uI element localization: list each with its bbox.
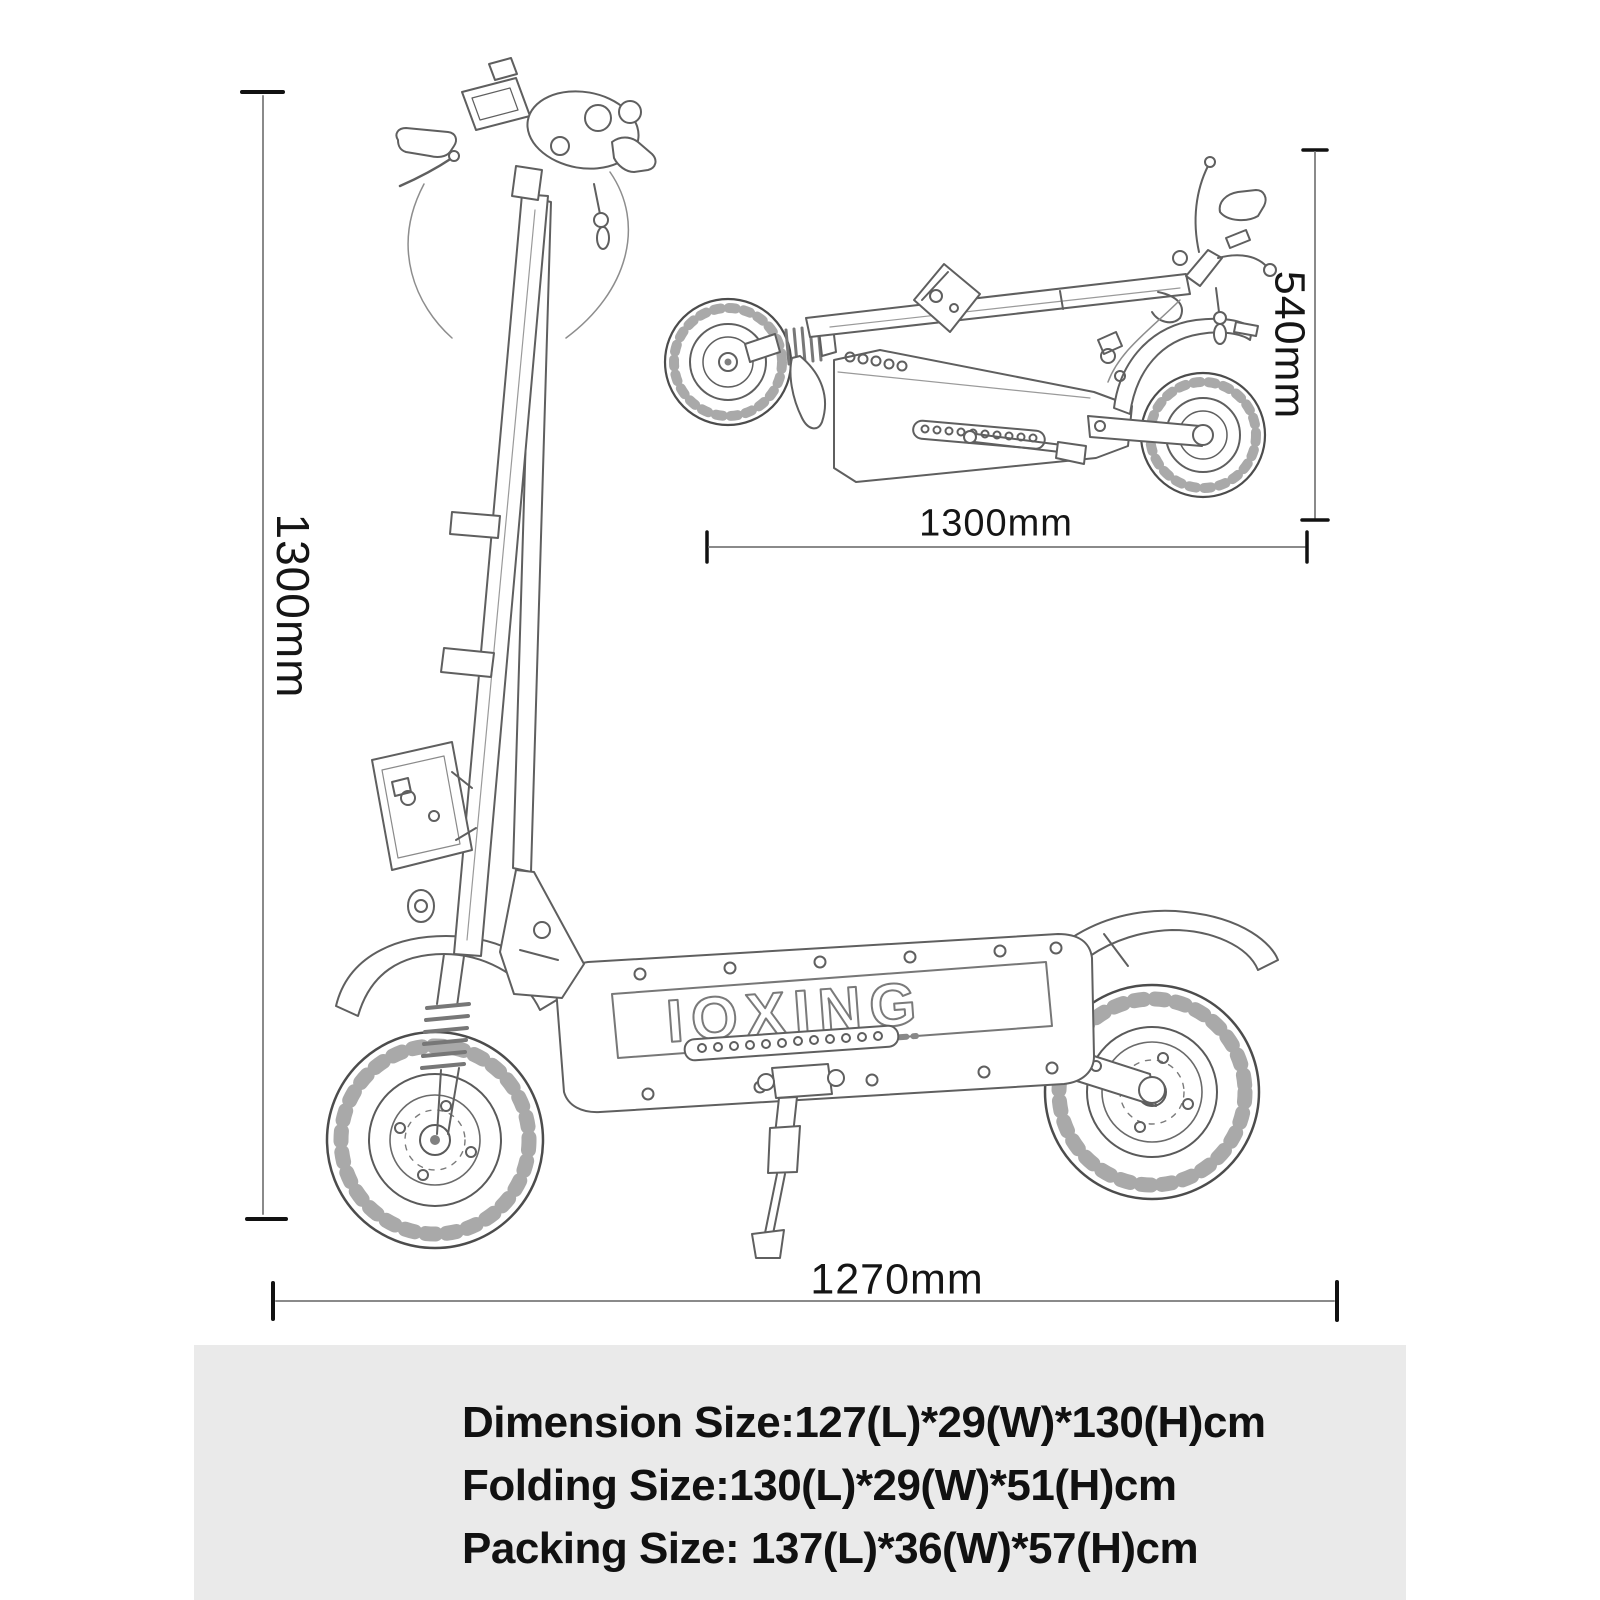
deck-led-dots — [697, 1031, 883, 1053]
key — [593, 183, 601, 215]
scooter-folded-drawing — [663, 156, 1277, 499]
dimension-lines — [240, 90, 1339, 1322]
folded-stem — [805, 273, 1191, 338]
unfolded-height-dimension-line — [240, 90, 288, 1221]
unfolded-height-label: 1300mm — [267, 513, 319, 699]
folded-handlebar — [1107, 156, 1277, 383]
front-wheel — [325, 1030, 545, 1250]
specs-panel: Dimension Size:127(L)*29(W)*130(H)cm Fol… — [194, 1345, 1406, 1600]
folded-length-dimension-line — [705, 530, 1309, 564]
scooter-unfolded-drawing: IOXING — [325, 57, 1279, 1259]
folded-front-wheel — [663, 297, 793, 427]
unfolded-length-dimension-line — [271, 1280, 1339, 1322]
controller-box — [371, 741, 477, 871]
display — [461, 77, 531, 131]
front-suspension — [420, 953, 471, 1135]
brake-lever — [398, 156, 454, 188]
folded-length-label: 1300mm — [919, 502, 1073, 545]
folded-key — [1215, 287, 1220, 313]
stem — [440, 193, 585, 999]
right-grip — [611, 136, 657, 173]
folded-height-label: 540mm — [1265, 270, 1314, 420]
dimension-size-line: Dimension Size:127(L)*29(W)*130(H)cm — [462, 1398, 1266, 1447]
bell — [618, 100, 642, 124]
folded-controller-box — [913, 263, 981, 333]
handlebar — [395, 57, 657, 339]
folded-front-fender — [789, 355, 826, 430]
folded-kickstand — [963, 430, 1087, 465]
folded-swing-arm — [1087, 415, 1214, 447]
folded-height-dimension-line — [1300, 148, 1330, 522]
kickstand — [751, 1063, 845, 1259]
left-grip — [395, 127, 457, 158]
packing-size-line: Packing Size: 137(L)*36(W)*57(H)cm — [462, 1524, 1199, 1573]
folding-size-line: Folding Size:130(L)*29(W)*51(H)cm — [462, 1461, 1177, 1510]
headlight — [407, 889, 435, 923]
folded-rear-fender — [1097, 317, 1259, 415]
unfolded-length-label: 1270mm — [810, 1255, 984, 1304]
